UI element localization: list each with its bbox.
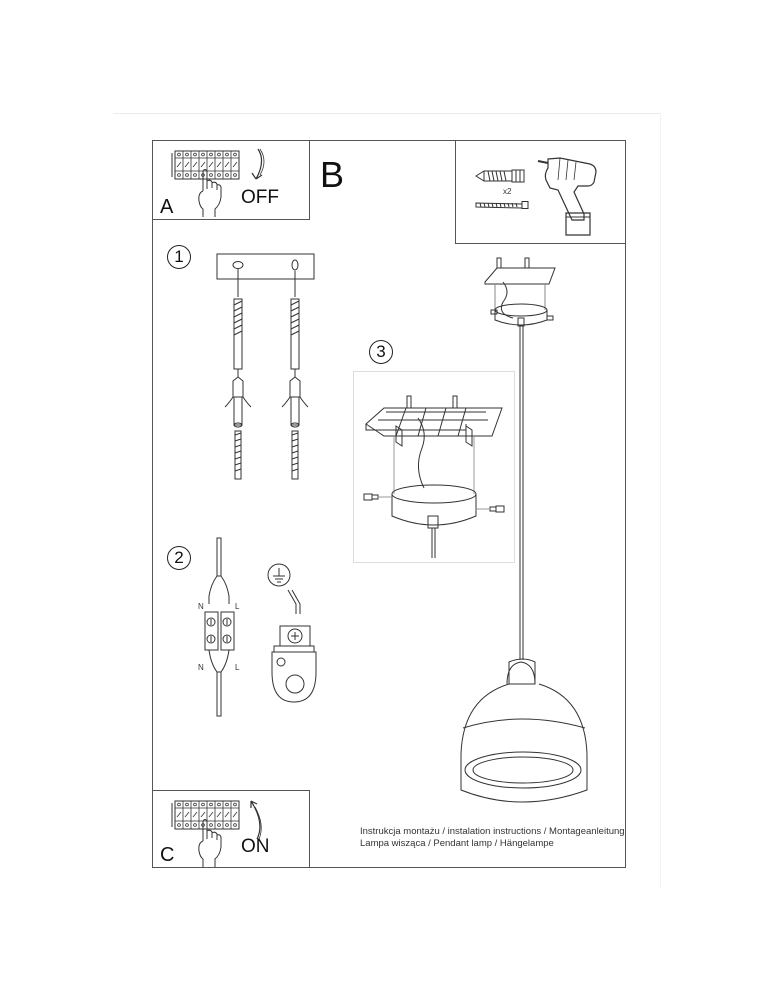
off-label: OFF: [241, 187, 279, 208]
page-edge-right: [660, 113, 661, 888]
hand-icon: [197, 817, 227, 867]
on-label: ON: [241, 836, 270, 857]
panel-a-letter: A: [160, 196, 174, 218]
pendant-lamp-illustration: [455, 258, 615, 798]
tools-panel: x2: [455, 140, 626, 244]
circuit-breaker-icon: [171, 799, 243, 833]
caption-line-2: Lampa wisząca / Pendant lamp / Hängelamp…: [360, 838, 554, 849]
step-1-wall-plug-illustration: [216, 253, 316, 483]
section-label: B: [320, 154, 345, 195]
page-edge-top: [113, 113, 660, 114]
instruction-sheet-frame: [152, 140, 626, 868]
screw-icon: [474, 200, 532, 210]
step-2-number: 2: [167, 546, 191, 570]
panel-c-switch-on: ON C: [152, 790, 310, 868]
terminal-label-l-bottom: L: [235, 663, 240, 672]
step-3-number: 3: [369, 340, 393, 364]
quantity-label: x2: [503, 187, 512, 196]
caption-line-1: Instrukcja montażu / instalation instruc…: [360, 826, 625, 837]
step-1-number: 1: [167, 245, 191, 269]
power-drill-icon: [536, 155, 606, 239]
hand-icon: [197, 167, 227, 217]
terminal-label-l-top: L: [235, 602, 240, 611]
terminal-block-wiring-illustration: [196, 538, 246, 718]
wall-plug-icon: [474, 169, 526, 183]
ground-connection-illustration: [266, 562, 326, 710]
terminal-label-n-top: N: [198, 602, 204, 611]
arrow-up-icon: [245, 797, 265, 841]
arrow-down-icon: [248, 147, 268, 187]
panel-c-letter: C: [160, 844, 175, 866]
terminal-label-n-bottom: N: [198, 663, 204, 672]
canopy-bracket-illustration: [356, 390, 512, 560]
panel-a-switch-off: OFF A: [152, 140, 310, 220]
step-3-detail-inset: [353, 371, 515, 563]
